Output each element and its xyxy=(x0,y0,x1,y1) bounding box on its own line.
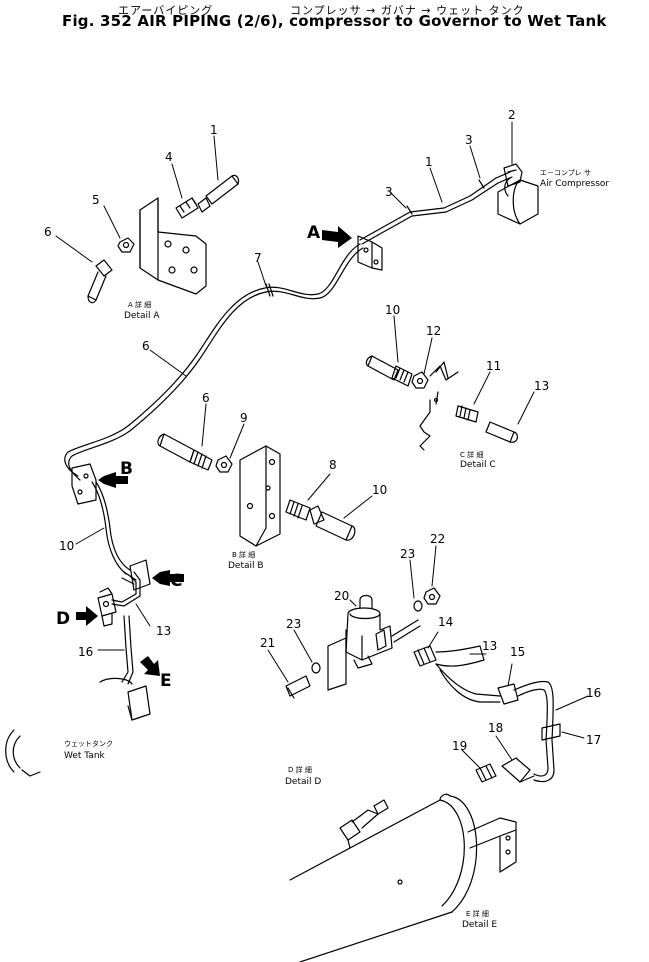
arrow-e xyxy=(140,656,160,676)
air-compressor-jp: エ－コンプレ サ xyxy=(540,169,591,177)
wet-tank-label: Wet Tank xyxy=(64,751,106,761)
callout-3b: 3 xyxy=(385,185,393,199)
callout-4: 4 xyxy=(165,150,173,164)
callout-8: 8 xyxy=(329,458,337,472)
callout-13a: 13 xyxy=(534,379,549,393)
detail-a-drawing xyxy=(87,174,240,304)
header-japanese-right: コンプレッサ → ガバナ → ウェット タンク xyxy=(290,4,525,17)
callout-12: 12 xyxy=(426,324,441,338)
view-label-e: E xyxy=(160,671,172,691)
arrow-a xyxy=(322,226,352,248)
detail-e-drawing xyxy=(289,793,517,962)
callout-14: 14 xyxy=(438,615,453,629)
callout-10b: 10 xyxy=(372,483,387,497)
callout-23a: 23 xyxy=(400,547,415,561)
callout-5: 5 xyxy=(92,193,100,207)
detail-e-jp: E 詳 細 xyxy=(466,909,489,918)
detail-c-jp: C 詳 細 xyxy=(460,450,483,459)
callout-6b: 6 xyxy=(142,339,150,353)
callout-1b: 1 xyxy=(425,155,433,169)
wet-tank-jp: ウェットタンク xyxy=(64,739,113,748)
detail-b-jp: B 詳 細 xyxy=(232,550,255,559)
wet-tank-sketch xyxy=(5,677,151,777)
callout-19: 19 xyxy=(452,739,467,753)
detail-a-label: Detail A xyxy=(124,311,160,321)
callout-10c: 10 xyxy=(59,539,74,553)
detail-c-label: Detail C xyxy=(460,460,496,470)
header-japanese-left: エアーバイピング xyxy=(118,4,214,17)
callout-10a: 10 xyxy=(385,303,400,317)
view-label-c: C xyxy=(170,571,182,591)
arrow-b xyxy=(98,472,128,488)
view-label-a: A xyxy=(307,223,321,243)
bracket-b-small xyxy=(71,463,97,505)
callout-16a: 16 xyxy=(78,645,93,659)
callout-6a: 6 xyxy=(44,225,52,239)
view-label-d: D xyxy=(56,609,70,629)
callout-13b: 13 xyxy=(156,624,171,638)
detail-a-jp: A 詳 細 xyxy=(128,300,151,309)
main-pipe-route xyxy=(64,171,513,685)
callout-2: 2 xyxy=(508,108,516,122)
callout-23b: 23 xyxy=(286,617,301,631)
callout-20: 20 xyxy=(334,589,349,603)
air-compressor xyxy=(497,163,539,225)
detail-c-drawing xyxy=(365,355,519,451)
figure-title: Fig. 352 AIR PIPING (2/6), compressor to… xyxy=(62,12,607,30)
arrow-c xyxy=(152,570,184,586)
callout-18: 18 xyxy=(488,721,503,735)
governor-small xyxy=(97,587,117,627)
arrow-d xyxy=(76,606,98,626)
detail-b-drawing xyxy=(157,433,356,547)
callout-6c: 6 xyxy=(202,391,210,405)
callout-7: 7 xyxy=(254,251,262,265)
callout-13c: 13 xyxy=(482,639,497,653)
callout-3a: 3 xyxy=(465,133,473,147)
detail-d-label: Detail D xyxy=(285,777,321,787)
callout-16b: 16 xyxy=(586,686,601,700)
callout-21: 21 xyxy=(260,636,275,650)
bracket-a-small xyxy=(357,235,383,271)
bracket-c-small xyxy=(121,559,151,591)
detail-b-label: Detail B xyxy=(228,561,264,571)
callout-22: 22 xyxy=(430,532,445,546)
detail-d-drawing xyxy=(285,587,561,783)
callout-9: 9 xyxy=(240,411,248,425)
callout-11: 11 xyxy=(486,359,501,373)
view-arrows xyxy=(76,226,352,676)
view-label-b: B xyxy=(120,459,133,479)
air-compressor-label: Air Compressor xyxy=(540,179,609,189)
callout-17: 17 xyxy=(586,733,601,747)
callout-1a: 1 xyxy=(210,123,218,137)
detail-e-label: Detail E xyxy=(462,920,497,930)
detail-d-jp: D 詳 細 xyxy=(288,765,312,774)
leader-lines xyxy=(55,121,589,769)
callout-15: 15 xyxy=(510,645,525,659)
